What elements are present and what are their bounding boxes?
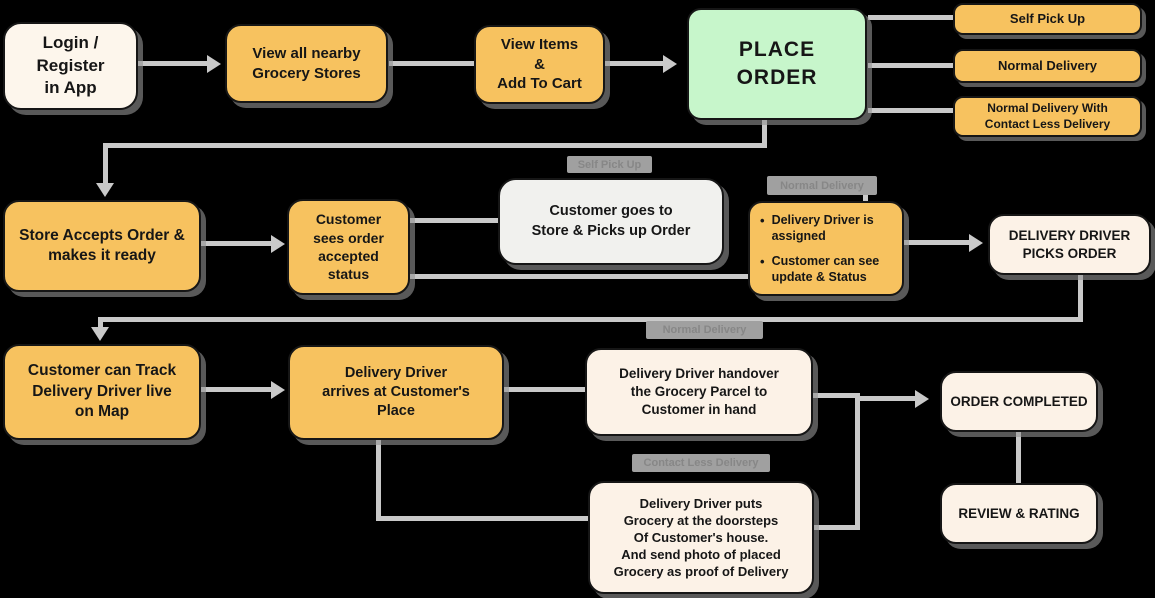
arrowhead-icon (91, 327, 109, 341)
edge-label-contactless: Contact Less Delivery (632, 454, 770, 472)
bullet-item: Delivery Driver is assigned (760, 212, 874, 245)
arrowhead-icon (271, 235, 285, 253)
node-handover-in-hand: Delivery Driver handover the Grocery Par… (585, 348, 813, 436)
edge-label-text: Self Pick Up (577, 158, 642, 171)
connector-track-to-arrives (200, 387, 274, 392)
connector-merge-vertical (855, 393, 860, 530)
node-driver-picks-order: DELIVERY DRIVER PICKS ORDER (988, 214, 1151, 275)
connector-store-to-customersees (200, 241, 274, 246)
connector-items-to-order (604, 61, 666, 66)
edge-label-normal-delivery: Normal Delivery (767, 176, 877, 195)
connector-doorstep-right (812, 525, 858, 530)
arrowhead-icon (271, 381, 285, 399)
connector-into-track (98, 317, 103, 329)
connector-row3-horizontal (98, 317, 1083, 322)
connector-picks-down (1078, 274, 1083, 322)
node-doorstep-contactless: Delivery Driver puts Grocery at the door… (588, 481, 814, 594)
edge-label-text: Normal Delivery (662, 324, 747, 336)
arrowhead-icon (207, 55, 221, 73)
bullet-dot-icon (760, 253, 765, 271)
node-view-stores: View all nearby Grocery Stores (225, 24, 388, 103)
arrowhead-icon (969, 234, 983, 252)
node-place-order: PLACE ORDER (687, 8, 867, 120)
edge-label-self-pickup: Self Pick Up (567, 156, 652, 173)
connector-into-completed (855, 396, 919, 401)
arrowhead-icon (915, 390, 929, 408)
edge-label-text: Normal Delivery (780, 179, 864, 192)
node-driver-arrives: Delivery Driver arrives at Customer's Pl… (288, 345, 504, 440)
connector-sees-to-assigned (409, 274, 749, 279)
node-driver-assigned-status: Delivery Driver is assigned Customer can… (748, 201, 904, 296)
connector-arrives-down (376, 439, 381, 521)
connector-login-to-stores (138, 61, 210, 66)
node-customer-sees-status: Customer sees order accepted status (287, 199, 410, 295)
connector-sees-to-goes (409, 218, 499, 223)
node-customer-self-pickup: Customer goes to Store & Picks up Order (498, 178, 724, 265)
node-option-self-pickup: Self Pick Up (953, 3, 1142, 35)
connector-label-stub (863, 193, 868, 202)
node-track-driver-map: Customer can Track Delivery Driver live … (3, 344, 201, 440)
edge-label-text: Contact Less Delivery (643, 457, 759, 469)
node-review-rating: REVIEW & RATING (940, 483, 1098, 544)
node-option-normal-delivery: Normal Delivery (953, 49, 1142, 83)
connector-order-to-normal (868, 63, 953, 68)
bullet-item: Customer can see update & Status (760, 253, 880, 286)
connector-handover-right (812, 393, 858, 398)
connector-row2-horizontal (103, 143, 765, 148)
bullet-text: Customer can see update & Status (771, 253, 880, 285)
node-store-accepts-order: Store Accepts Order & makes it ready (3, 200, 201, 292)
bullet-text: Delivery Driver is assigned (771, 212, 874, 244)
connector-order-to-contactless (868, 108, 953, 113)
connector-order-down (762, 119, 767, 148)
node-option-contactless-delivery: Normal Delivery With Contact Less Delive… (953, 96, 1142, 137)
connector-stores-to-items (389, 61, 474, 66)
node-login-register: Login / Register in App (3, 22, 138, 110)
connector-completed-to-review (1016, 431, 1021, 484)
arrowhead-icon (663, 55, 677, 73)
edge-label-normal-delivery-handover: Normal Delivery (646, 321, 763, 339)
connector-order-to-selfpickup (868, 15, 953, 20)
connector-arrives-to-handover (503, 387, 586, 392)
connector-assigned-to-picks (903, 240, 973, 245)
arrowhead-icon (96, 183, 114, 197)
connector-to-doorstep (376, 516, 589, 521)
node-order-completed: ORDER COMPLETED (940, 371, 1098, 432)
bullet-dot-icon (760, 212, 765, 230)
connector-into-store-accepts (103, 143, 108, 185)
node-view-items-add-cart: View Items & Add To Cart (474, 25, 605, 104)
